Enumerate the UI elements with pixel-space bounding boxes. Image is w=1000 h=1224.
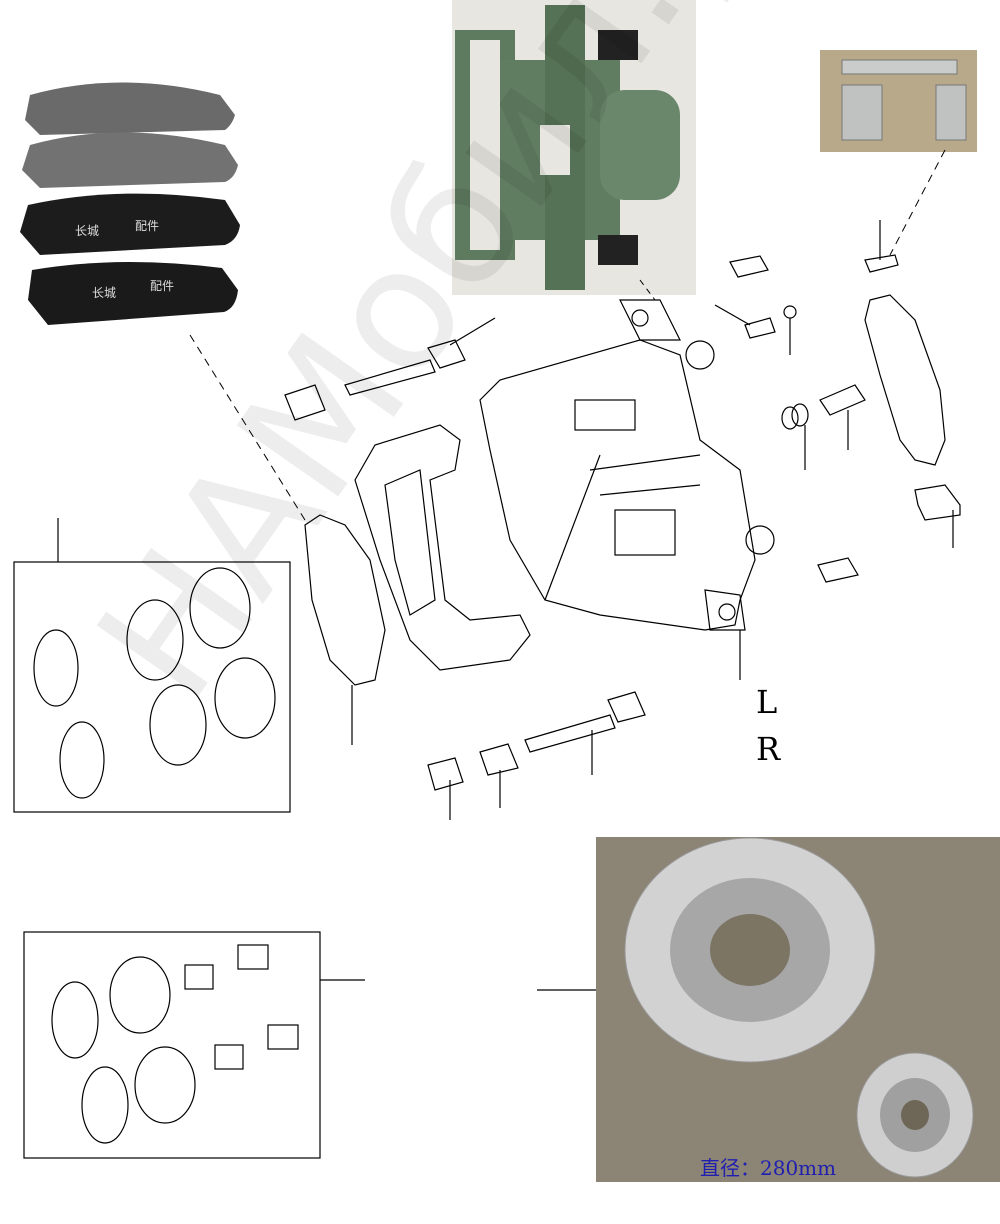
pad-parts-label-1: 配件	[135, 219, 159, 233]
pad-clip-lower	[914, 484, 961, 521]
kit-boot-4	[267, 1024, 299, 1050]
outer-pad-outline	[864, 294, 946, 466]
brake-pads-photo: 长城 配件 长城 配件	[5, 82, 260, 345]
pad-brand-label-2: 长城	[92, 286, 116, 300]
kit-ring-2	[81, 1066, 129, 1144]
bleeder-screw	[744, 317, 776, 339]
label-right: R	[756, 730, 781, 768]
leader-lines	[57, 220, 954, 991]
kit-boot-3	[214, 1044, 244, 1070]
guide-pin-lower	[524, 714, 616, 753]
clip-photo	[820, 50, 977, 152]
kit-boot-2	[237, 944, 269, 970]
bolt-top	[729, 255, 769, 278]
seal-ring-1	[33, 629, 79, 707]
clip-leader-dashed	[889, 149, 946, 256]
seal-set-1	[189, 567, 251, 649]
kit-boot-1	[184, 964, 214, 990]
label-left: L	[756, 683, 778, 721]
caliper-photo	[452, 0, 696, 295]
kit-ring-1	[51, 981, 99, 1059]
pad-brand-text: 长城 配件 长城 配件	[75, 219, 174, 300]
seal-ring-2	[59, 721, 105, 799]
piston-1	[126, 599, 184, 681]
disc-diameter-caption: 直径：280mm	[700, 1156, 837, 1180]
caliper-body	[479, 339, 756, 631]
pad-parts-label-2: 配件	[150, 279, 174, 293]
banjo-bolt	[819, 384, 866, 416]
boot-lower-2	[479, 743, 519, 776]
pad-clip-upper	[864, 254, 899, 273]
boot-lower-1	[427, 757, 464, 791]
guide-pin-upper	[344, 359, 436, 396]
pad-brand-label-1: 长城	[75, 224, 99, 238]
bolt-lower-right	[817, 557, 859, 583]
caliper-exploded-view	[284, 254, 961, 791]
inner-pad-outline	[304, 514, 386, 686]
seal-kit-box	[23, 931, 321, 1159]
piston-kit-box	[13, 561, 291, 813]
kit-seal-2	[134, 1046, 196, 1124]
kit-seal-1	[109, 956, 171, 1034]
caliper-photo-leader	[639, 279, 656, 301]
caliper-bracket	[354, 424, 531, 671]
piston-2	[149, 684, 207, 766]
brake-disc-photo	[596, 837, 1000, 1182]
boot-upper	[284, 384, 326, 421]
seal-set-2	[214, 657, 276, 739]
